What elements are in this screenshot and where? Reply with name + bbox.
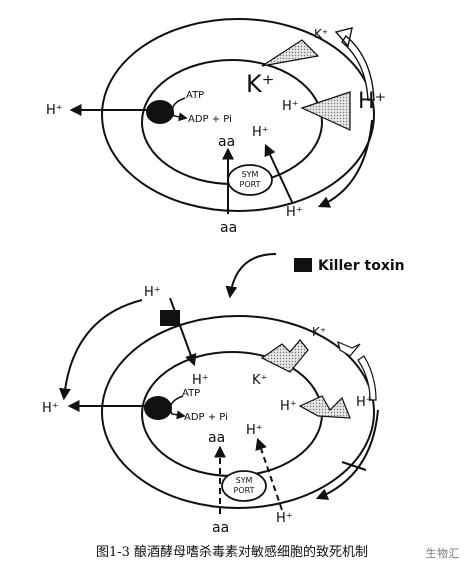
top-symport-line1: SYM — [242, 170, 259, 179]
bottom-left-curved-arrow — [58, 299, 143, 401]
bottom-h-right-label: H⁺ — [356, 395, 373, 410]
bottom-h-bottom-label: H⁺ — [276, 511, 293, 526]
top-h-big-label: H⁺ — [358, 89, 386, 114]
top-atp-label: ATP — [186, 90, 204, 101]
bottom-adp-label: ADP + Pi — [184, 412, 228, 423]
bottom-h-left-label: H⁺ — [42, 401, 59, 416]
bottom-k-channel — [260, 339, 309, 373]
top-k-small-label: K⁺ — [314, 27, 328, 41]
top-atpase-pump — [146, 100, 174, 124]
figure-caption: 图1-3 酿酒酵母嗜杀毒素对敏感细胞的致死机制 — [96, 544, 368, 560]
killer-toxin-label: Killer toxin — [318, 258, 405, 274]
bottom-atp-arrow — [169, 395, 186, 420]
top-h-channel — [300, 91, 351, 131]
bottom-h-influx-arrow — [169, 297, 197, 367]
top-atp-arrow — [171, 97, 188, 122]
bottom-atpase-pump — [144, 396, 172, 420]
transition-arrow — [225, 253, 277, 299]
top-h-bottom-label: H⁺ — [286, 205, 303, 220]
top-hollow-arrow — [334, 27, 375, 101]
bottom-h-under-toxin-label: H⁺ — [192, 373, 209, 388]
top-h-inner-label-2: H⁺ — [252, 125, 269, 140]
bottom-hollow-arrow-tail — [357, 355, 377, 401]
bottom-symport-line1: SYM — [236, 476, 253, 485]
bottom-h-top-label: H⁺ — [144, 285, 161, 300]
top-k-big-label: K⁺ — [246, 70, 274, 98]
bottom-h-channel — [298, 395, 351, 419]
top-symport-line2: PORT — [240, 180, 261, 189]
bottom-h-inner-label: H⁺ — [280, 399, 297, 414]
bottom-k-small-label: K⁺ — [312, 325, 326, 339]
bottom-hollow-arrow — [337, 340, 361, 357]
watermark: 生物汇 — [425, 547, 460, 560]
top-return-arrow — [317, 119, 373, 208]
top-h-left-label: H⁺ — [46, 103, 63, 118]
bottom-cell-wall — [101, 315, 375, 509]
top-adp-label: ADP + Pi — [188, 114, 232, 125]
top-aa-out-label: aa — [220, 220, 237, 236]
top-k-channel — [261, 39, 320, 67]
bottom-cell: SYM PORT H⁺ H⁺ K⁺ K⁺ H⁺ H⁺ H⁺ H⁺ H⁺ ATP … — [42, 285, 379, 536]
killer-toxin-legend-square — [294, 258, 312, 272]
top-h-symport-arrow — [264, 143, 293, 203]
bottom-right-arrow — [315, 409, 379, 500]
transition: Killer toxin — [225, 253, 405, 299]
top-cell-membrane — [141, 59, 323, 185]
bottom-right-block-bar — [341, 461, 367, 471]
bottom-h-inner-label-2: H⁺ — [246, 423, 263, 438]
top-h-inner-label-1: H⁺ — [282, 99, 299, 114]
bottom-symport — [221, 470, 267, 502]
bottom-symport-line2: PORT — [234, 486, 255, 495]
top-aa-in-label: aa — [218, 134, 235, 150]
top-cell-wall — [101, 18, 375, 212]
top-cell: SYM PORT K⁺ H⁺ K⁺ H⁺ H⁺ H⁺ H⁺ ATP ADP + … — [46, 18, 386, 236]
bottom-atp-label: ATP — [182, 388, 200, 399]
bottom-h-symport-arrow — [255, 437, 283, 511]
bottom-k-inner-label: K⁺ — [252, 373, 267, 388]
bottom-aa-in-label: aa — [208, 430, 225, 446]
bottom-aa-out-label: aa — [212, 520, 229, 536]
